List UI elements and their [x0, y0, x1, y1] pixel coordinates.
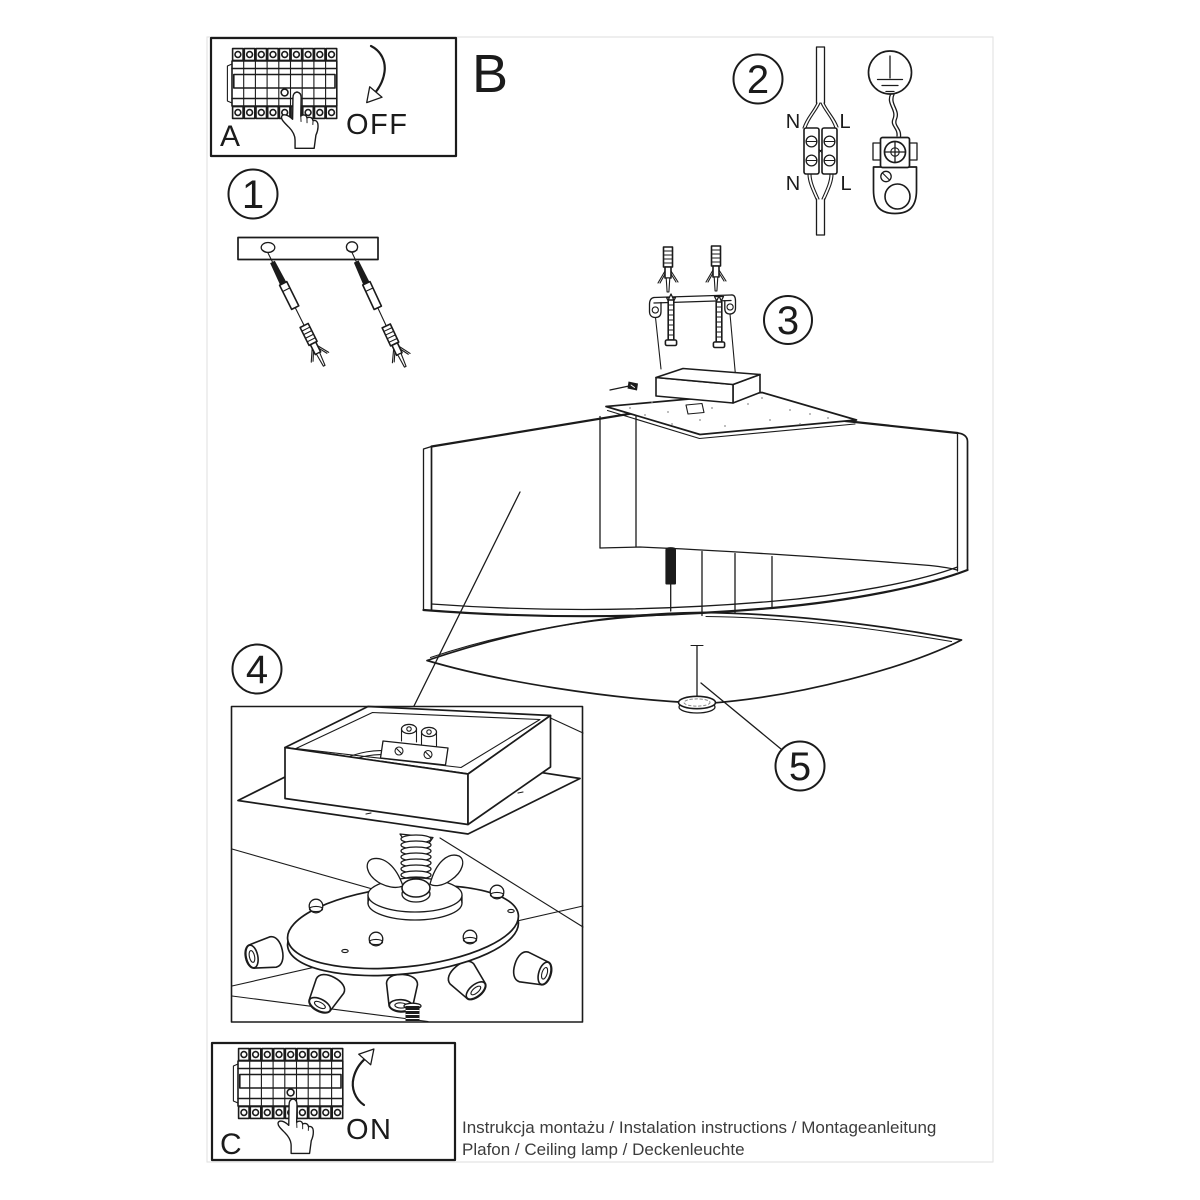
step-1-number: 1	[242, 173, 264, 217]
terminal-block	[803, 127, 838, 175]
detail-view-box	[230, 705, 584, 1023]
finial-knob	[677, 644, 717, 714]
on-arrow-icon	[351, 1048, 375, 1107]
mounting-strip	[237, 236, 379, 261]
footer-text: Instrukcja montażu / Instalation instruc…	[462, 1118, 936, 1159]
ground-clamp	[872, 136, 918, 215]
step-2-number: 2	[747, 58, 769, 102]
panel-off-label: A	[220, 120, 240, 153]
canopy	[605, 367, 858, 440]
neutral-label-bottom: N	[786, 173, 800, 195]
step-3-badge	[763, 295, 813, 345]
wing-nut	[366, 854, 464, 903]
step-2-figure: 2 N L N L	[732, 46, 918, 236]
step-3-number: 3	[777, 299, 799, 343]
panel-on-figure: C ON	[210, 1041, 457, 1162]
step-5-number: 5	[789, 745, 811, 789]
center-stub	[403, 1002, 422, 1021]
canopy-box-top	[655, 367, 761, 386]
panel-on-action: ON	[346, 1114, 393, 1146]
live-label-top: L	[839, 111, 850, 133]
circuit-breaker-icon	[227, 49, 336, 119]
panel-off-figure: A OFF	[209, 36, 458, 158]
off-arrow-icon	[366, 44, 386, 104]
footer-line-2: Plafon / Ceiling lamp / Deckenleuchte	[462, 1140, 745, 1159]
panel-off-action: OFF	[346, 109, 409, 141]
step-5-figure: 5	[774, 740, 826, 792]
detail-canopy-box	[284, 705, 552, 826]
panel-on-label: C	[220, 1128, 242, 1161]
mains-cable	[802, 46, 839, 236]
step-4-number: 4	[246, 648, 268, 692]
live-label-bottom: L	[840, 173, 851, 195]
side-screw-icon	[609, 381, 638, 391]
section-b-label: B	[472, 44, 508, 104]
detail-terminal-block	[339, 723, 449, 766]
step-5-badge	[774, 740, 826, 792]
step-1-figure: 1	[227, 168, 415, 371]
earth-symbol-icon	[867, 50, 913, 95]
step-4-badge	[231, 643, 283, 695]
circuit-breaker-icon	[233, 1049, 342, 1119]
shade-fold-lines	[599, 410, 773, 617]
finial-leader-line	[700, 682, 782, 750]
step-2-badge	[732, 53, 784, 105]
suspension-lines	[654, 313, 737, 382]
strip-holes	[260, 241, 359, 254]
threaded-rod	[665, 547, 676, 612]
inner-rim	[599, 546, 958, 571]
neutral-label-top: N	[786, 111, 800, 133]
step-4-figure: 4	[230, 643, 584, 1023]
step-1-badge	[227, 168, 279, 220]
footer-line-1: Instrukcja montażu / Instalation instruc…	[462, 1118, 936, 1137]
hanger-bracket	[648, 294, 737, 319]
ground-wire	[888, 93, 902, 138]
detail-leader-line	[413, 491, 521, 707]
step-3-figure: 3	[648, 245, 813, 382]
